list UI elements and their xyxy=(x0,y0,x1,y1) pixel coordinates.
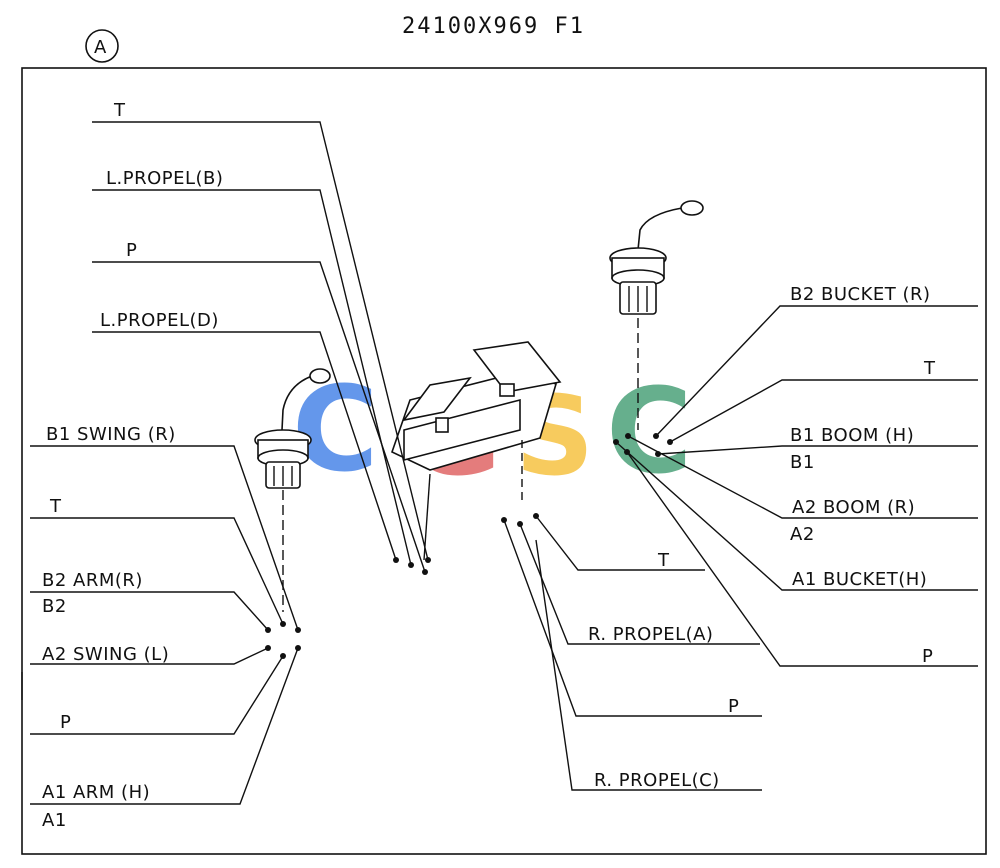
diagram-frame xyxy=(21,67,987,855)
label-right-p: P xyxy=(922,646,933,667)
label-b2-bucket-r: B2 BUCKET (R) xyxy=(790,284,931,305)
right-leader-lines xyxy=(615,305,978,667)
label-a2-sub: A2 xyxy=(790,524,815,545)
bottom-leader-lines xyxy=(503,515,762,791)
top-leader-lines xyxy=(92,121,429,573)
label-l-propel-b: L.PROPEL(B) xyxy=(106,168,223,189)
part-number: 24100X969 F1 xyxy=(402,14,585,39)
right-joystick xyxy=(609,200,704,430)
label-r-propel-c: R. PROPEL(C) xyxy=(594,770,720,791)
label-left-t: T xyxy=(49,496,62,517)
view-marker-circle xyxy=(85,29,119,63)
label-b2-arm-r: B2 ARM(R) xyxy=(42,570,143,591)
label-bottom-p: P xyxy=(728,696,739,717)
label-a2-swing-l: A2 SWING (L) xyxy=(42,644,169,665)
view-marker: A xyxy=(94,37,107,58)
label-a1-sub: A1 xyxy=(42,810,67,831)
label-left-p: P xyxy=(60,712,71,733)
label-top-p: P xyxy=(126,240,137,261)
label-a1-arm-h: A1 ARM (H) xyxy=(42,782,150,803)
label-right-t: T xyxy=(923,358,936,379)
label-b1-sub: B1 xyxy=(790,452,815,473)
watermark: C G S C xyxy=(292,360,693,502)
label-bottom-t: T xyxy=(657,550,670,571)
label-b1-swing-r: B1 SWING (R) xyxy=(46,424,176,445)
label-r-propel-a: R. PROPEL(A) xyxy=(588,624,713,645)
left-leader-lines xyxy=(21,445,299,805)
travel-pedal-valve xyxy=(391,341,562,561)
label-a2-boom-r: A2 BOOM (R) xyxy=(792,497,915,518)
label-b1-boom-h: B1 BOOM (H) xyxy=(790,425,914,446)
watermark-letter-c2: C xyxy=(606,362,693,500)
label-l-propel-d: L.PROPEL(D) xyxy=(100,310,219,331)
label-b2-sub: B2 xyxy=(42,596,67,617)
label-top-t: T xyxy=(113,100,126,121)
left-joystick xyxy=(254,368,331,612)
label-a1-bucket-h: A1 BUCKET(H) xyxy=(792,569,927,590)
